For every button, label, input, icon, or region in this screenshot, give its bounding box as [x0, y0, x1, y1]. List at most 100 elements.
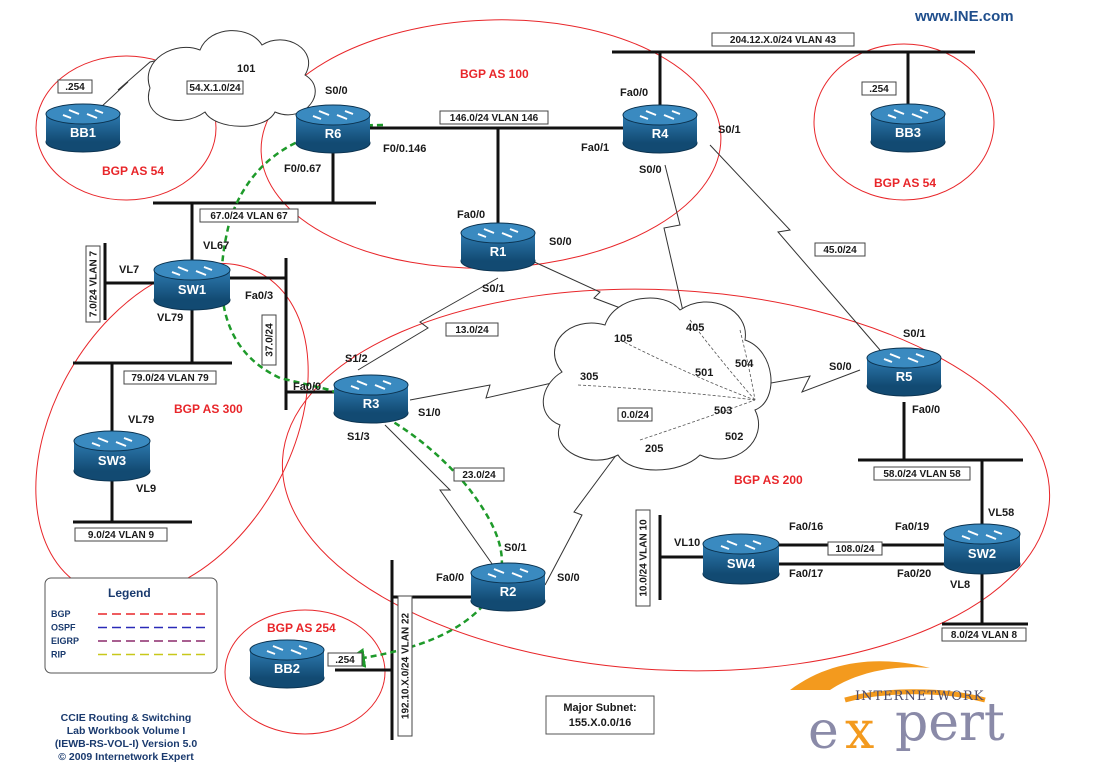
subnet-box-bb2_ip: .254: [327, 652, 363, 667]
device-label-bb3: BB3: [895, 125, 921, 140]
subnet-label-vlan22: 192.10.X.0/24 VLAN 22: [401, 612, 412, 719]
label-sw2-fa019: Fa0/19: [895, 521, 929, 533]
subnet-box-vlan22: 192.10.X.0/24 VLAN 22: [397, 595, 413, 737]
device-sw2[interactable]: SW2: [943, 523, 1021, 575]
label-r6-s00: S0/0: [325, 85, 348, 97]
subnet-label-link23: 23.0/24: [462, 470, 496, 481]
as-label-as254: BGP AS 254: [267, 621, 336, 635]
label-sw4-fa017: Fa0/17: [789, 568, 823, 580]
as54-left-boundary: [35, 55, 217, 201]
legend-item-bgp: BGP: [51, 609, 205, 619]
label-dlci205: 205: [645, 443, 663, 455]
switch-arrows-icon: [171, 266, 213, 276]
label-r6-f067: F0/0.67: [284, 163, 321, 175]
major-subnet-title: Major Subnet:: [563, 702, 636, 714]
router-arrows-icon: [487, 568, 529, 578]
subnet-label-vlan58: 58.0/24 VLAN 58: [883, 469, 961, 480]
subnet-label-vlan146: 146.0/24 VLAN 146: [450, 113, 539, 124]
subnet-label-vlan9: 9.0/24 VLAN 9: [88, 530, 155, 541]
label-sw3-vl79: VL79: [128, 414, 154, 426]
device-label-r6: R6: [325, 126, 342, 141]
subnet-box-link108: 108.0/24: [827, 541, 883, 556]
router-arrows-icon: [887, 109, 929, 119]
subnet-label-vlan8: 8.0/24 VLAN 8: [951, 630, 1018, 641]
major-subnet-box: Major Subnet: 155.X.0.0/16: [545, 695, 655, 735]
as254-boundary: [224, 609, 386, 735]
logo-small-text: INTERNETWORK: [855, 689, 985, 704]
label-sw2-fa020: Fa0/20: [897, 568, 931, 580]
device-bb1[interactable]: BB1: [45, 103, 121, 153]
label-sw1-vl67: VL67: [203, 240, 229, 252]
device-r6[interactable]: R6: [295, 104, 371, 154]
label-r3-fa00: Fa0/0: [293, 381, 321, 393]
subnet-box-vlan43: 204.12.X.0/24 VLAN 43: [711, 32, 855, 47]
label-dlci503: 503: [714, 405, 732, 417]
label-r3-s13: S1/3: [347, 431, 370, 443]
subnet-box-link45: 45.0/24: [814, 242, 866, 257]
device-label-r4: R4: [652, 126, 669, 141]
label-dlci405: 405: [686, 322, 704, 334]
label-r6-f0146: F0/0.146: [383, 143, 426, 155]
device-bb2[interactable]: BB2: [249, 639, 325, 689]
subnet-box-vlan146: 146.0/24 VLAN 146: [439, 110, 549, 125]
device-r3[interactable]: R3: [333, 374, 409, 424]
device-sw3[interactable]: SW3: [73, 430, 151, 482]
device-label-r2: R2: [500, 584, 517, 599]
label-sw3-vl9: VL9: [136, 483, 156, 495]
as-label-as54-right: BGP AS 54: [874, 176, 936, 190]
subnet-box-vlan8: 8.0/24 VLAN 8: [941, 627, 1027, 642]
device-sw1[interactable]: SW1: [153, 259, 231, 311]
subnet-label-fr54: 54.X.1.0/24: [189, 83, 241, 94]
subnet-box-vlan7: 7.0/24 VLAN 7: [85, 245, 101, 323]
subnet-box-bb1_ip: .254: [57, 79, 93, 94]
device-bb3[interactable]: BB3: [870, 103, 946, 153]
label-r2-s01: S0/1: [504, 542, 527, 554]
device-label-bb2: BB2: [274, 661, 300, 676]
subnet-box-bb3_ip: .254: [861, 81, 897, 96]
device-r4[interactable]: R4: [622, 104, 698, 154]
device-label-sw1: SW1: [178, 282, 206, 297]
label-sw2-vl58: VL58: [988, 507, 1014, 519]
label-sw4-vl10: VL10: [674, 537, 700, 549]
label-r5-s01: S0/1: [903, 328, 926, 340]
subnet-box-vlan67: 67.0/24 VLAN 67: [199, 208, 299, 223]
switch-arrows-icon: [91, 437, 133, 447]
subnet-label-vlan43: 204.12.X.0/24 VLAN 43: [730, 35, 837, 46]
device-sw4[interactable]: SW4: [702, 533, 780, 585]
label-r2-s00: S0/0: [557, 572, 580, 584]
router-arrows-icon: [312, 110, 354, 120]
label-dlci101: 101: [237, 63, 255, 75]
subnet-label-bb1_ip: .254: [65, 82, 85, 93]
router-arrows-icon: [477, 228, 519, 238]
ethernet-segments: [73, 50, 1028, 740]
footer-line-1: CCIE Routing & Switching: [61, 712, 192, 724]
as-label-as54-left: BGP AS 54: [102, 164, 164, 178]
subnet-box-vlan10: 10.0/24 VLAN 10: [635, 509, 651, 607]
subnet-box-fr54: 54.X.1.0/24: [186, 80, 244, 95]
legend-title: Legend: [108, 586, 151, 600]
label-sw1-vl79: VL79: [157, 312, 183, 324]
legend-label-ospf: OSPF: [51, 623, 76, 633]
switch-arrows-icon: [720, 540, 762, 550]
device-r1[interactable]: R1: [460, 222, 536, 272]
footer-line-3: (IEWB-RS-VOL-I) Version 5.0: [55, 738, 198, 750]
device-label-r5: R5: [896, 369, 913, 384]
label-sw1-vl7: VL7: [119, 264, 139, 276]
device-r2[interactable]: R2: [470, 562, 546, 612]
router-arrows-icon: [639, 110, 681, 120]
subnet-label-bb3_ip: .254: [869, 84, 889, 95]
logo-e: e: [808, 701, 839, 761]
serial-links: [99, 55, 881, 586]
legend-item-eigrp: EIGRP: [51, 636, 205, 646]
label-dlci501: 501: [695, 367, 713, 379]
label-r4-fa00: Fa0/0: [620, 87, 648, 99]
legend-label-eigrp: EIGRP: [51, 636, 79, 646]
subnet-label-link45: 45.0/24: [823, 245, 857, 256]
device-label-r1: R1: [490, 244, 507, 259]
site-url[interactable]: www.INE.com: [914, 8, 1014, 25]
router-arrows-icon: [350, 380, 392, 390]
device-label-sw2: SW2: [968, 546, 996, 561]
device-r5[interactable]: R5: [866, 347, 942, 397]
